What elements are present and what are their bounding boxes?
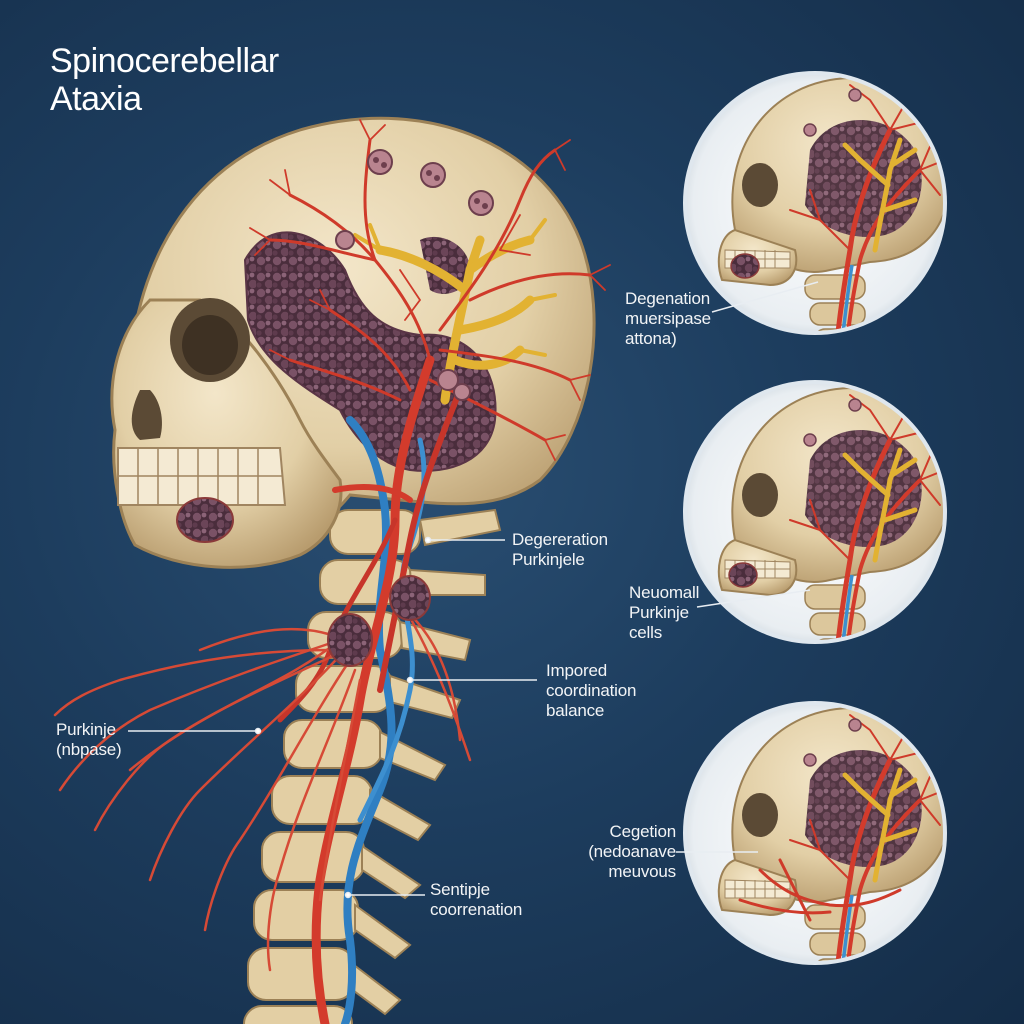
label-inset-2-line-2: Purkinje [629,603,689,622]
label-inset-2-line-3: cells [629,623,663,642]
label-sentipje: Sentipje coorrenation [430,880,522,920]
label-purkinje-line-2: (nbpase) [56,740,122,759]
label-sentipje-line-2: coorrenation [430,900,523,919]
leader-degereration-dot [424,536,432,544]
label-inset-1: Degenation muersipase attona) [625,289,711,349]
label-inset-2: Neuomall Purkinje cells [629,583,699,643]
label-degereration-line-1: Degereration [512,530,608,549]
label-purkinje-line-1: Purkinje [56,720,116,739]
label-impored: Impored coordination balance [546,661,636,721]
leader-purkinje-dot [254,727,262,735]
leader-sentipje-dot [344,891,352,899]
title-line-1: Spinocerebellar [50,42,279,80]
label-inset-2-line-1: Neuomall [629,583,700,602]
label-inset-3: Cegetion (nedoanave meuvous [588,822,676,882]
label-inset-3-line-1: Cegetion [609,822,677,841]
label-sentipje-line-1: Sentipje [430,880,490,899]
inset-3 [683,701,947,965]
label-impored-line-2: coordination [546,681,637,700]
label-inset-1-line-3: attona) [625,329,677,348]
leader-inset2 [696,589,811,608]
label-inset-1-line-2: muersipase [625,309,711,328]
inset-1 [683,71,947,335]
label-degereration: Degereration Purkinjele [512,530,608,570]
label-impored-line-1: Impored [546,661,607,680]
diagram-title: Spinocerebellar Ataxia [50,42,279,118]
leader-lines [128,281,819,899]
main-vessels [53,119,611,1024]
main-skull [110,116,596,569]
main-spine [243,508,502,1024]
label-inset-1-line-1: Degenation [625,289,710,308]
label-degereration-line-2: Purkinjele [512,550,585,569]
label-inset-3-line-3: meuvous [608,862,676,881]
leader-inset1 [711,281,819,313]
label-inset-3-line-2: (nedoanave [588,842,676,861]
title-line-2: Ataxia [50,80,142,118]
label-purkinje: Purkinje (nbpase) [56,720,122,760]
inset-2 [683,380,947,644]
label-impored-line-3: balance [546,701,605,720]
leader-impored-dot [406,676,414,684]
